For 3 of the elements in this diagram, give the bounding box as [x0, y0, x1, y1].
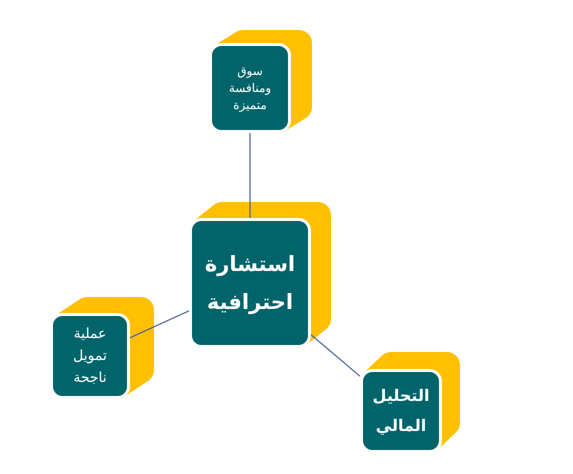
connector-line [310, 334, 360, 377]
connector-line [130, 310, 190, 338]
connector-line [249, 133, 251, 218]
